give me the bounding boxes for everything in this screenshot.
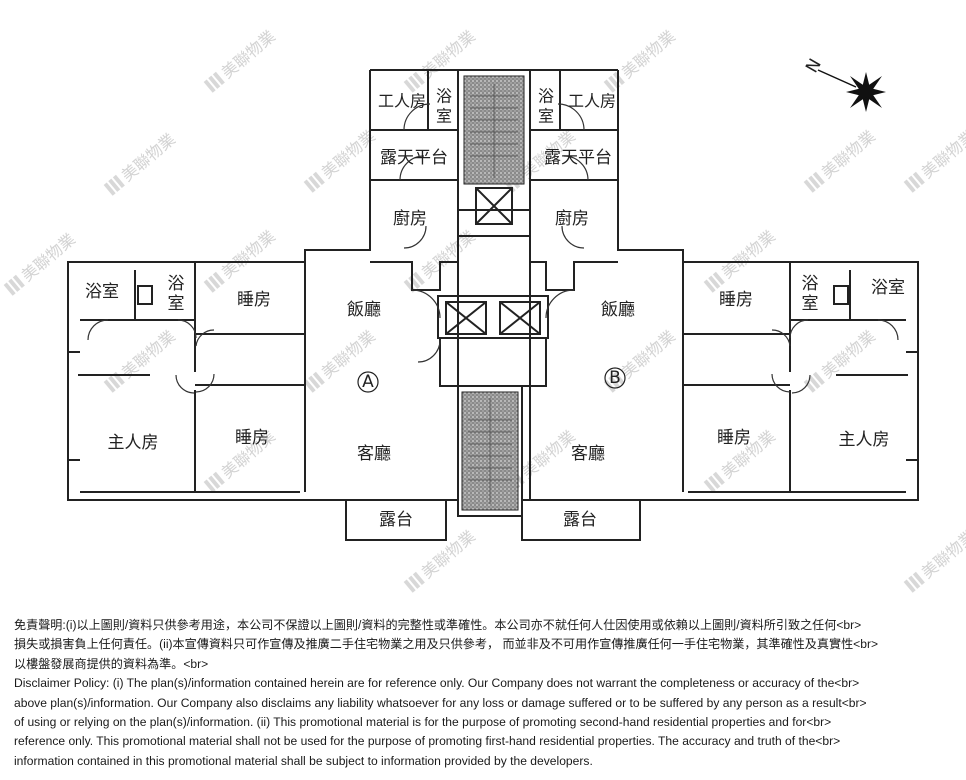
room-label-kitchen-b: 廚房 [555,208,589,229]
floor-plan: 美聯物業 美聯物業 美聯物業 美聯物業 美聯物業 美聯物業 美聯物業 美聯物業 … [3,27,966,593]
room-label-workers-room-a: 工人房 [378,92,426,111]
compass-star-icon [817,69,886,112]
svg-text:美聯物業: 美聯物業 [418,27,479,83]
room-label-workers-room-b: 工人房 [568,92,616,111]
room-label-bedroom-b1: 睡房 [719,290,753,310]
svg-text:美聯物業: 美聯物業 [518,427,579,483]
room-label-bath-a1: 浴室 [85,282,119,302]
room-label-bath-v-b4: 室 [802,294,819,314]
room-label-bath-v-b1: 浴 [538,87,554,106]
core [437,69,549,517]
room-label-living-a: 客廳 [357,444,391,464]
room-label-terrace-a: 露天平台 [380,148,448,168]
unit-a-marker [357,371,379,393]
unit-b-label: B [609,368,621,388]
disclaimer-zh-line: 免責聲明:(i)以上圖則/資料只供參考用途，本公司不保證以上圖則/資料的完整性或… [14,618,862,632]
room-label-bath-v-a3: 浴 [168,274,185,294]
svg-text:美聯物業: 美聯物業 [818,327,879,383]
svg-text:美聯物業: 美聯物業 [618,327,679,383]
disclaimer-en-line: information contained in this promotiona… [14,753,593,768]
unit-a-walls [67,69,459,541]
unit-b-doors [545,103,899,394]
room-label-bedroom-b2: 睡房 [717,428,751,448]
room-label-dining-b: 飯廳 [601,300,635,320]
room-label-kitchen-a: 廚房 [393,208,427,229]
room-label-terrace-b: 露天平台 [544,148,612,168]
svg-text:美聯物業: 美聯物業 [218,27,279,83]
unit-a-doors [87,103,441,394]
room-label-balcony-b: 露台 [563,510,597,530]
unit-a-label: A [362,372,374,392]
svg-text:美聯物業: 美聯物業 [118,327,179,383]
room-label-bedroom-a2: 睡房 [235,428,269,448]
disclaimer-zh-line: 以樓盤發展商提供的資料為準。<br> [14,656,209,671]
disclaimer-en-line: of using or relying on the plan(s)/infor… [14,715,832,730]
room-label-balcony-a: 露台 [379,510,413,530]
room-label-bath-v-a4: 室 [168,294,185,314]
svg-text:美聯物業: 美聯物業 [418,527,479,583]
disclaimer-en-line: Disclaimer Policy: (i) The plan(s)/infor… [14,676,860,691]
compass-north-label: N [802,55,826,76]
svg-text:美聯物業: 美聯物業 [818,127,879,183]
svg-text:美聯物業: 美聯物業 [118,130,179,186]
unit-b-marker [604,367,626,389]
svg-text:美聯物業: 美聯物業 [918,127,966,183]
room-label-bath-b1: 浴室 [871,278,905,298]
room-label-bedroom-a1: 睡房 [237,290,271,310]
svg-text:美聯物業: 美聯物業 [218,227,279,283]
disclaimer: 免責聲明:(i)以上圖則/資料只供參考用途，本公司不保證以上圖則/資料的完整性或… [14,616,958,771]
room-label-bath-v-b3: 浴 [802,274,819,294]
room-label-bath-v-a1: 浴 [436,87,452,106]
disclaimer-en-line: reference only. This promotional materia… [14,734,841,749]
room-label-master-b: 主人房 [839,430,890,450]
disclaimer-en-line: above plan(s)/information. Our Company a… [14,695,867,710]
room-label-living-b: 客廳 [571,444,605,464]
svg-text:美聯物業: 美聯物業 [18,230,79,286]
svg-text:美聯物業: 美聯物業 [718,227,779,283]
disclaimer-zh-line: 損失或損害負上任何責任。(ii)本宣傳資料只可作宣傳及推廣二手住宅物業之用及只供… [14,637,879,652]
svg-text:美聯物業: 美聯物業 [918,527,966,583]
room-label-dining-a: 飯廳 [347,300,381,320]
unit-b-walls [521,69,919,541]
svg-text:美聯物業: 美聯物業 [618,27,679,83]
svg-text:美聯物業: 美聯物業 [418,227,479,283]
room-label-bath-v-b2: 室 [538,107,554,126]
room-label-bath-v-a2: 室 [436,107,452,126]
room-label-master-a: 主人房 [108,433,159,453]
